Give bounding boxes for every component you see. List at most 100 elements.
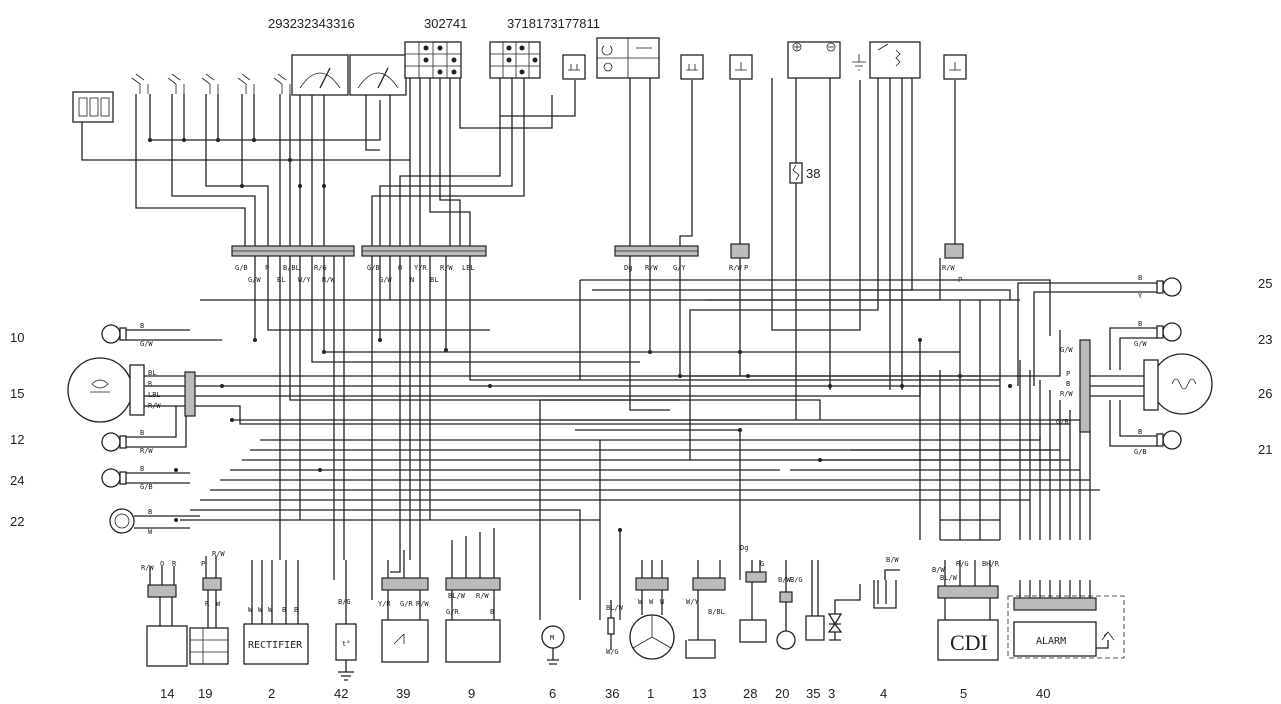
label-2: 2 xyxy=(268,686,275,701)
top-label-switch-a: 302741 xyxy=(424,16,467,31)
r25-label-1: B xyxy=(1138,274,1142,282)
cdi-label: CDI xyxy=(950,630,988,655)
right-number-labels: 25 23 26 21 xyxy=(1258,276,1272,457)
hl-label-3: LBL xyxy=(148,391,161,399)
label-28: 28 xyxy=(743,686,757,701)
c4-label-1: R/W xyxy=(729,264,742,272)
r21-label-2: G/B xyxy=(1134,448,1147,456)
headlight-icon xyxy=(67,357,196,423)
p13-label-1: W/Y xyxy=(686,598,699,606)
l24-label-1: B xyxy=(140,465,144,473)
c2-label-7: N xyxy=(410,276,414,284)
p9-label-4: B xyxy=(490,608,494,616)
fuel-gauge-icon xyxy=(349,54,407,96)
starter-relay-lower-icon xyxy=(873,569,900,609)
p1-label-2: W xyxy=(649,598,654,606)
p2-label-2: W xyxy=(258,606,263,614)
connector-5 xyxy=(944,243,964,259)
p42-label: B/G xyxy=(338,598,351,606)
horn-switch-icon xyxy=(562,54,586,80)
p14-label-2: O xyxy=(160,560,164,568)
spark-plug-icon xyxy=(607,600,615,650)
c4-label-2: P xyxy=(744,264,748,272)
label-26: 26 xyxy=(1258,386,1272,401)
p39-label-2: G/R xyxy=(400,600,413,608)
connector-4 xyxy=(730,243,750,259)
ignition-switch-icon xyxy=(596,37,660,79)
p2-label-5: B xyxy=(294,606,298,614)
p39-label-1: Y/R xyxy=(378,600,391,608)
r23-label-1: B xyxy=(1138,320,1142,328)
c2-label-3: Y/R xyxy=(414,264,427,272)
label-14: 14 xyxy=(160,686,174,701)
label-3: 3 xyxy=(828,686,835,701)
p4-label: B/W xyxy=(886,556,899,564)
hl-label-1: BL xyxy=(148,369,156,377)
neutral-switch-icon xyxy=(805,560,825,641)
c2-label-5: LBL xyxy=(462,264,475,272)
label-36: 36 xyxy=(605,686,619,701)
p36-label-2: W/G xyxy=(606,648,619,656)
c1-label-3: B/BL xyxy=(283,264,300,272)
ignition-coil-icon xyxy=(685,560,726,659)
label-4: 4 xyxy=(880,686,887,701)
l22-label-2: W xyxy=(148,528,153,536)
c3-label-2: R/W xyxy=(645,264,658,272)
rear-right-turn-lamp-icon xyxy=(1109,400,1182,450)
l22-label-1: B xyxy=(148,508,152,516)
c1-label-7: W/Y xyxy=(298,276,311,284)
turn-switch-grid-icon xyxy=(489,41,541,79)
front-left-turn-lamp-icon xyxy=(101,324,222,344)
indicator-bulbs-icon xyxy=(131,73,291,94)
label-25: 25 xyxy=(1258,276,1272,291)
p19-label-2: R/W xyxy=(212,550,225,558)
cdi-block xyxy=(937,560,999,661)
light-switch-grid-icon xyxy=(404,41,462,79)
r25-label-2: Y xyxy=(1138,292,1143,300)
front-right-turn-lamp-icon xyxy=(101,406,187,452)
label-1: 1 xyxy=(647,686,654,701)
p9-label-1: BL/W xyxy=(448,592,466,600)
c2-label-4: R/W xyxy=(440,264,453,272)
alarm-label: ALARM xyxy=(1036,636,1066,647)
label-19: 19 xyxy=(198,686,212,701)
fuse-icon xyxy=(789,162,803,184)
p2-label-4: B xyxy=(282,606,286,614)
svg-text:t°: t° xyxy=(342,640,350,648)
rb-label-4: R/W xyxy=(1060,390,1073,398)
svg-text:M: M xyxy=(550,634,554,642)
label-40: 40 xyxy=(1036,686,1050,701)
c2-label-1: G/B xyxy=(367,264,380,272)
p20-label-2: B/G xyxy=(790,576,803,584)
hl-label-4: R/W xyxy=(148,402,161,410)
label-20: 20 xyxy=(775,686,789,701)
battery-icon xyxy=(787,41,866,79)
starter-button-icon xyxy=(943,54,967,80)
p14-label-1: R/W xyxy=(141,564,154,572)
p2-label-1: W xyxy=(248,606,253,614)
c2-label-8: BL xyxy=(430,276,438,284)
turn-flasher-icon xyxy=(146,566,188,667)
brake-switch-rear-icon xyxy=(729,54,753,80)
c2-label-6: G/W xyxy=(379,276,392,284)
alarm-block xyxy=(1007,580,1125,659)
c1-label-6: BL xyxy=(277,276,285,284)
diode-icon xyxy=(827,584,861,641)
dashboard-display-icon xyxy=(72,91,114,123)
wire-harness-top xyxy=(81,78,956,460)
l24-label-2: G/B xyxy=(140,483,153,491)
rb-label-5: G/B xyxy=(1056,418,1069,426)
c1-label-2: P xyxy=(265,264,269,272)
c3-label-1: Dg xyxy=(624,264,632,272)
label-5: 5 xyxy=(960,686,967,701)
c5-label-1: R/W xyxy=(942,264,955,272)
label-13: 13 xyxy=(692,686,706,701)
stop-switch-relay-icon xyxy=(381,540,429,663)
p1-label-3: W xyxy=(660,598,665,606)
label-9: 9 xyxy=(468,686,475,701)
p19-label-4: W xyxy=(216,600,221,608)
hl-label-2: R xyxy=(148,380,153,388)
l10-label-1: B xyxy=(140,322,144,330)
p13-label-2: B/BL xyxy=(708,608,725,616)
